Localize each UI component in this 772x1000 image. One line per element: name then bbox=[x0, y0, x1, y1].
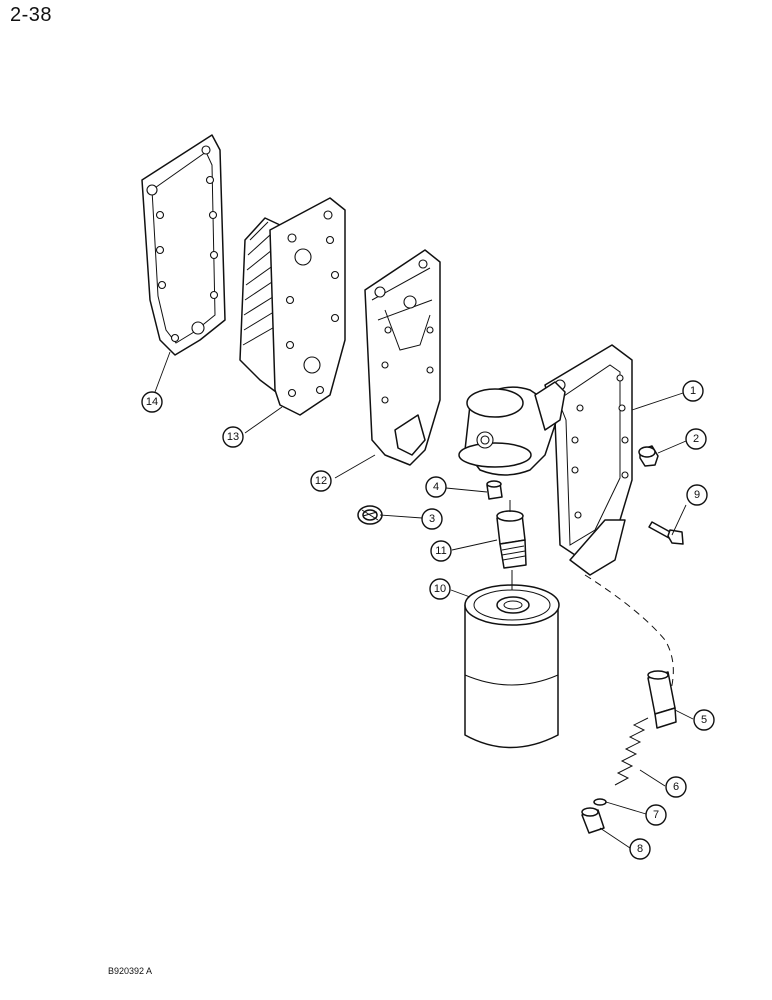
bolt-part-9 bbox=[648, 521, 684, 545]
callout-14: 14 bbox=[141, 391, 163, 413]
callout-2: 2 bbox=[685, 428, 707, 450]
oil-filter-part-10 bbox=[464, 570, 560, 749]
callout-9: 9 bbox=[686, 484, 708, 506]
adapter-nipple-part-11 bbox=[496, 500, 527, 569]
callout-label: 7 bbox=[653, 809, 659, 821]
callout-6: 6 bbox=[665, 776, 687, 798]
callout-7: 7 bbox=[645, 804, 667, 826]
callout-label: 14 bbox=[146, 396, 158, 408]
leader-lines bbox=[154, 351, 694, 849]
gasket-part-12 bbox=[364, 249, 441, 466]
oil-cooler-core-part-13 bbox=[239, 197, 346, 416]
callout-label: 10 bbox=[434, 583, 446, 595]
callout-label: 8 bbox=[637, 843, 643, 855]
gasket-part-14 bbox=[141, 134, 226, 356]
figure-code: B920392 A bbox=[108, 966, 153, 976]
callout-label: 5 bbox=[701, 714, 707, 726]
relief-valve-part-5 bbox=[647, 670, 677, 729]
callout-label: 3 bbox=[429, 513, 435, 525]
fitting-part-4 bbox=[486, 480, 503, 500]
callout-label: 1 bbox=[690, 385, 696, 397]
plug-part-8 bbox=[581, 807, 605, 834]
callout-3: 3 bbox=[421, 508, 443, 530]
callout-label: 13 bbox=[227, 431, 239, 443]
callout-1: 1 bbox=[682, 380, 704, 402]
plug-part-3 bbox=[357, 505, 383, 525]
washer-part-7 bbox=[593, 798, 607, 806]
callout-4: 4 bbox=[425, 476, 447, 498]
callout-8: 8 bbox=[629, 838, 651, 860]
callout-11: 11 bbox=[430, 540, 452, 562]
filter-head-housing-part-1 bbox=[458, 344, 633, 576]
callout-12: 12 bbox=[310, 470, 332, 492]
callout-label: 9 bbox=[694, 489, 700, 501]
callout-10: 10 bbox=[429, 578, 451, 600]
page-number: 2-38 bbox=[10, 4, 53, 26]
callout-label: 6 bbox=[673, 781, 679, 793]
spring-part-6 bbox=[614, 717, 649, 786]
plug-part-2 bbox=[638, 445, 659, 467]
callout-label: 11 bbox=[435, 545, 446, 557]
callout-5: 5 bbox=[693, 709, 715, 731]
callout-label: 4 bbox=[433, 481, 439, 493]
callout-label: 2 bbox=[693, 433, 699, 445]
callout-label: 12 bbox=[315, 475, 327, 487]
callout-13: 13 bbox=[222, 426, 244, 448]
